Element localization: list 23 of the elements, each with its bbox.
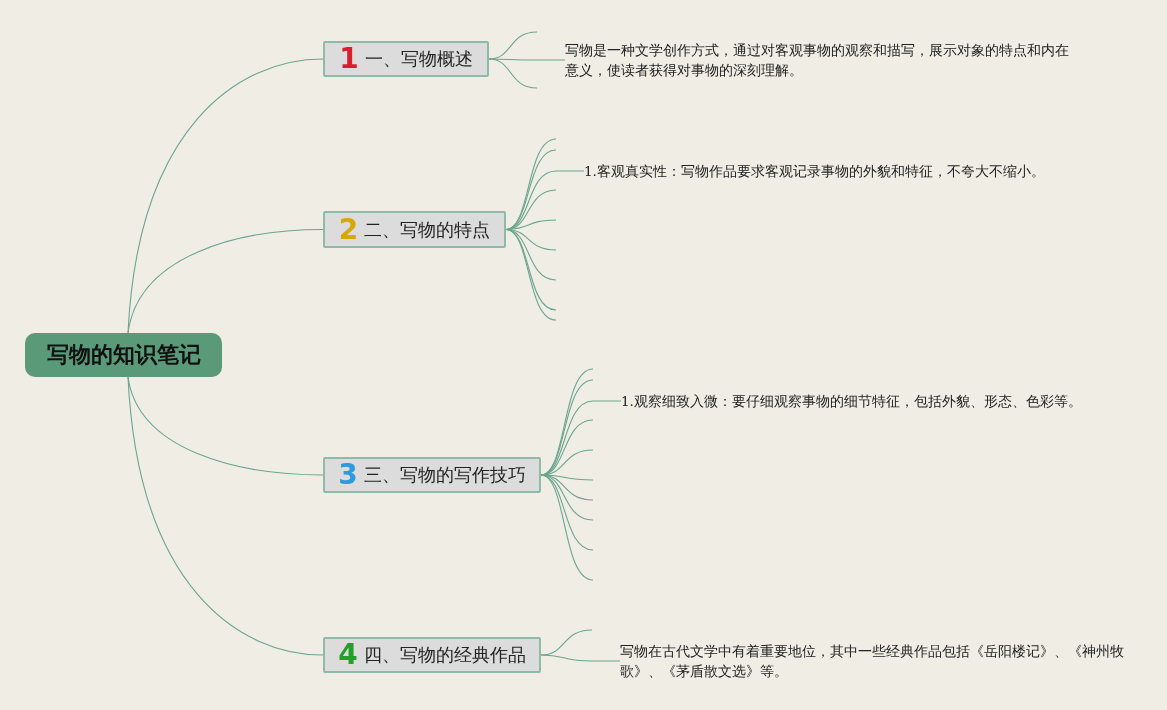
note-text: 1.客观真实性：写物作品要求客观记录事物的外貌和特征，不夸大不缩小。 (584, 161, 1110, 181)
note-text: 1.观察细致入微：要仔细观察事物的细节特征，包括外貌、形态、色彩等。 (621, 391, 1108, 411)
branch-line (540, 654, 621, 662)
topic-title: 三、写物的写作技巧 (363, 463, 526, 487)
central-topic: 写物的知识笔记 (25, 333, 222, 377)
topic-number: 1 (339, 45, 359, 73)
topic-title: 二、写物的特点 (364, 217, 491, 242)
note-text: 写物在古代文学中有着重要地位，其中一些经典作品包括《岳阳楼记》、《神州牧歌》、《茅盾散文选》等。 (620, 641, 1125, 681)
topic-box (323, 211, 506, 248)
branch-line (488, 58, 538, 89)
topic-number: 4 (338, 641, 358, 669)
branch-line (127, 376, 324, 656)
topic-box (323, 41, 489, 77)
topic-box (323, 457, 541, 493)
branch-line (127, 58, 324, 334)
branch-line (127, 228, 324, 334)
topic-box (323, 637, 541, 673)
branch-line (488, 58, 566, 61)
topic-title: 一、写物概述 (364, 47, 473, 71)
note-text: 写物是一种文学创作方式，通过对客观事物的观察和描写，展示对象的特点和内在意义，使读者获得对事物的深刻理解。 (565, 40, 1069, 80)
topic-title: 四、写物的经典作品 (363, 643, 526, 667)
topic-number: 2 (338, 215, 359, 244)
topic-number: 3 (338, 461, 358, 489)
